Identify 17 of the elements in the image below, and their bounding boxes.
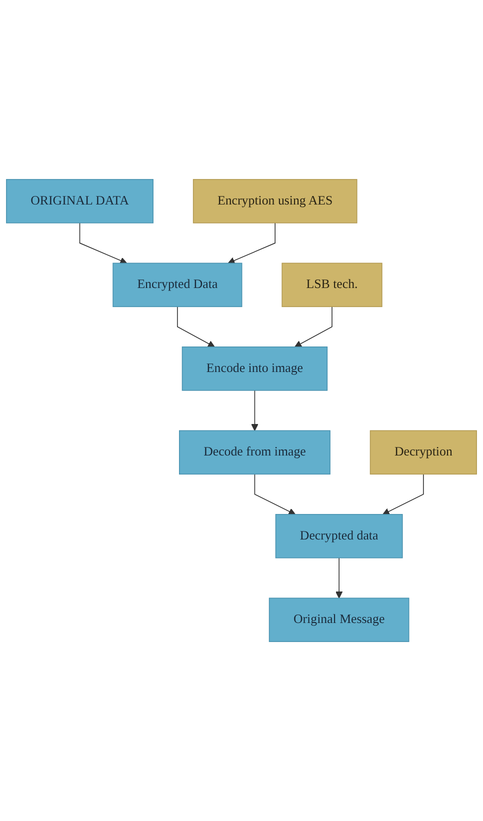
node-box: Decode from image [179,430,330,474]
arrow [294,306,332,348]
node-box: Decryption [370,430,477,474]
arrow [382,474,424,515]
arrow [254,474,296,515]
node-box: Encryption using AES [192,179,358,224]
arrow [228,222,276,264]
arrow [251,390,258,431]
node-box: Encrypted Data [112,262,242,308]
node-box: LSB tech. [282,262,382,308]
arrow [79,222,128,264]
node-box: Decrypted data [275,514,403,558]
node-box: Original Message [268,598,410,642]
node-box: Encode into image [182,346,328,391]
arrow [177,306,215,348]
arrow [336,557,343,598]
node-box: ORIGINAL DATA [6,179,154,224]
